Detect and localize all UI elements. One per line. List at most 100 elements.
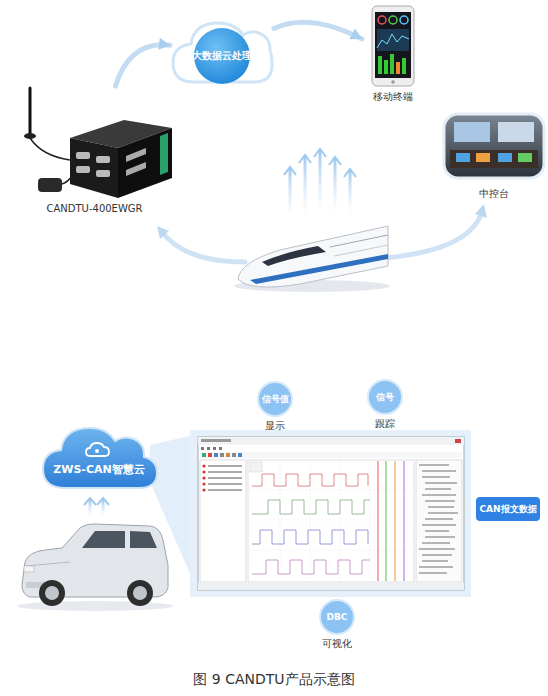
software-screenshot-part (220, 453, 224, 457)
software-screenshot-part (208, 489, 242, 491)
arrow-head-part (157, 226, 169, 239)
cloud-node: 大数据云处理 (170, 16, 274, 88)
software-screenshot-part-part (419, 572, 447, 574)
software-screenshot-part (248, 460, 414, 582)
software-screenshot-part (208, 471, 242, 473)
car-part (39, 580, 65, 606)
node-label: DBC (315, 610, 359, 624)
software-screenshot-part (378, 461, 379, 581)
software-screenshot-part (190, 430, 471, 597)
software-screenshot-part-part (425, 536, 455, 538)
software-screenshot-part (419, 464, 458, 574)
cloud-shape (43, 428, 157, 488)
train-part (262, 246, 326, 266)
control-console-part-part (518, 153, 532, 162)
train-part (334, 245, 388, 256)
upload-arrows-part (89, 500, 92, 516)
software-screenshot-part (386, 461, 387, 581)
software-screenshot-part (226, 453, 230, 457)
feature-bubble: 信号跟踪 (363, 379, 407, 431)
train-part (238, 226, 388, 287)
software-screenshot-part (208, 477, 242, 479)
flow-arrow (115, 38, 170, 86)
control-console-part-part (498, 153, 512, 162)
software-screenshot-part (208, 483, 242, 485)
node-sublabel: 跟踪 (363, 417, 407, 431)
software-screenshot-part-part (419, 566, 453, 568)
mobile-terminal-part-part (389, 16, 397, 24)
node-label: 大数据云处理 (170, 49, 274, 63)
software-screenshot-part (238, 453, 242, 457)
software-screenshot-part-part (428, 506, 454, 508)
car-part (17, 601, 173, 611)
mobile-terminal-part (362, 4, 424, 106)
upload-arrows-part (102, 500, 105, 516)
software-screenshot-part-part (252, 560, 370, 574)
software-screenshot-part-part (425, 482, 457, 484)
software-screenshot-part (198, 437, 464, 445)
upload-arrows (84, 498, 109, 516)
software-screenshot-part-part (425, 488, 451, 490)
software-screenshot-part (202, 470, 205, 473)
gateway-device-part-part (96, 170, 110, 177)
upload-arrows-part (299, 155, 311, 163)
software-screenshot-part (208, 453, 212, 457)
mobile-terminal-part-part (377, 34, 409, 48)
mobile-terminal-part-part (384, 60, 388, 74)
software-screenshot-part (198, 583, 464, 590)
software-screenshot-part (202, 453, 206, 457)
gateway-device-part-part (70, 138, 118, 198)
figure-caption: 图 9 CANDTU产品示意图 (0, 672, 548, 686)
mobile-terminal-part-part (400, 16, 408, 24)
car-part (82, 531, 125, 548)
cloud-node-part (38, 418, 160, 494)
control-console-part-part (454, 122, 490, 142)
upload-arrows (284, 149, 356, 218)
software-screenshot-part (455, 439, 461, 443)
car-part (127, 580, 153, 606)
upload-arrows-part (97, 498, 109, 505)
software-screenshot-part-part (252, 474, 368, 486)
mobile-terminal-part-part (390, 54, 394, 74)
software-screenshot-part (213, 447, 216, 450)
upload-arrows-part (284, 167, 296, 175)
mobile-terminal-part-part (378, 16, 386, 24)
car-part (45, 586, 59, 600)
control-console-part-part (476, 153, 490, 162)
software-screenshot-part (200, 452, 462, 458)
mobile-terminal-part-part (372, 6, 414, 86)
software-screenshot-part (252, 474, 370, 574)
software-screenshot-part (232, 453, 236, 457)
software-screenshot-part (219, 447, 222, 450)
car (17, 524, 173, 611)
software-screenshot-part-part (428, 512, 458, 514)
arrow-head (349, 29, 362, 40)
gateway-device: CANDTU-400EWGR (12, 86, 177, 218)
software-screenshot-part-part (422, 542, 450, 544)
node-label: 移动终端 (362, 90, 424, 104)
upload-arrows-part (304, 156, 307, 216)
software-screenshot (190, 430, 471, 597)
feature-bubble: DBC可视化 (315, 599, 359, 651)
cloud-node: ZWS-CAN智慧云 (38, 418, 160, 494)
software-screenshot-part-part (422, 524, 456, 526)
software-screenshot-part-part (425, 500, 455, 502)
software-screenshot-part-part (340, 461, 341, 581)
software-screenshot-part-part (422, 476, 450, 478)
node-sublabel: 显示 (253, 419, 297, 433)
software-screenshot-part-part (252, 500, 370, 514)
software-screenshot-part-part (425, 518, 453, 520)
software-screenshot-part (214, 453, 218, 457)
gateway-device-part-part (38, 178, 62, 192)
software-screenshot-part (202, 488, 205, 491)
node-label: 信号值 (253, 392, 297, 406)
arrow-head (158, 38, 170, 50)
control-console: 中控台 (440, 112, 548, 204)
flow-line (274, 22, 362, 39)
software-screenshot-part-part (252, 530, 368, 544)
upload-arrows-part (334, 158, 337, 214)
feature-bubble: 信号值显示 (253, 381, 297, 433)
